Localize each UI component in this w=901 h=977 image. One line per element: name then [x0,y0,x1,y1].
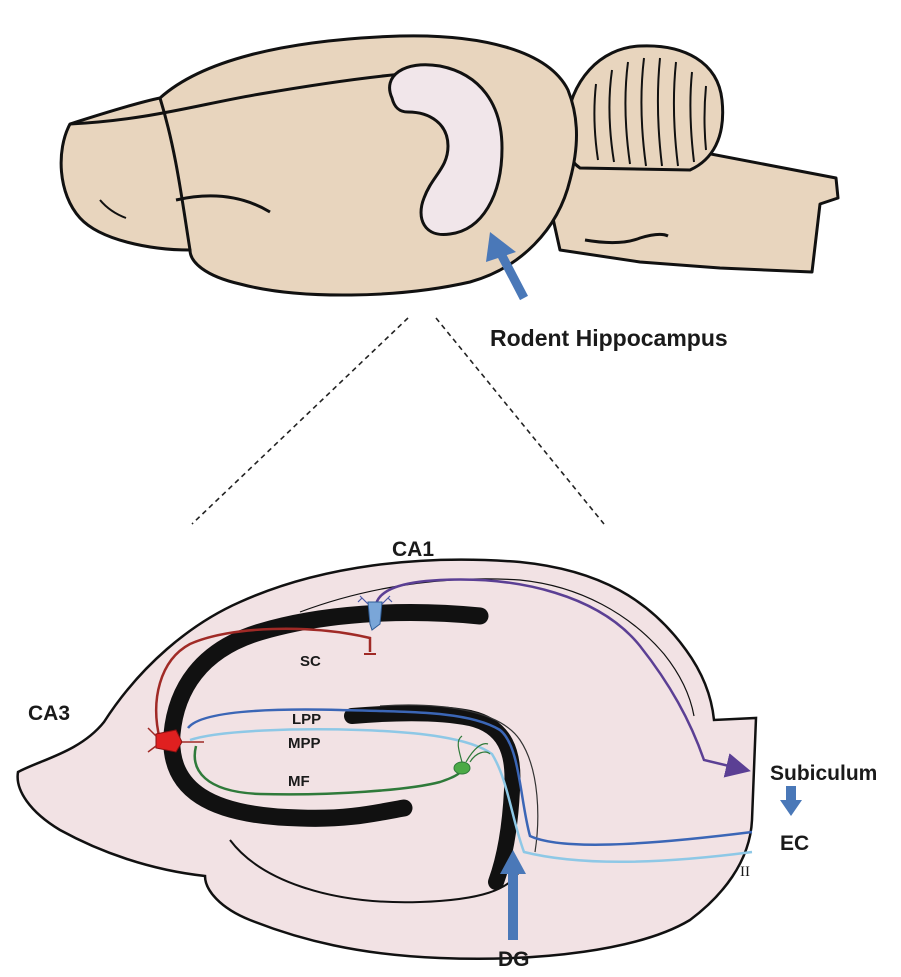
ca3-label: CA3 [28,702,70,725]
subiculum-label: Subiculum [770,762,877,785]
rodent-brain [61,36,838,295]
layer-ii-label: II [740,864,750,880]
ca1-label: CA1 [392,538,434,561]
ec-label: EC [780,832,809,855]
lpp-label: LPP [292,711,321,728]
rodent-hippocampus-label: Rodent Hippocampus [490,325,728,351]
dg-label: DG [498,948,530,971]
subiculum-to-ec-arrow [780,786,802,816]
sc-label: SC [300,653,321,670]
mf-label: MF [288,773,310,790]
mpp-label: MPP [288,735,321,752]
zoom-line-left [192,318,408,524]
